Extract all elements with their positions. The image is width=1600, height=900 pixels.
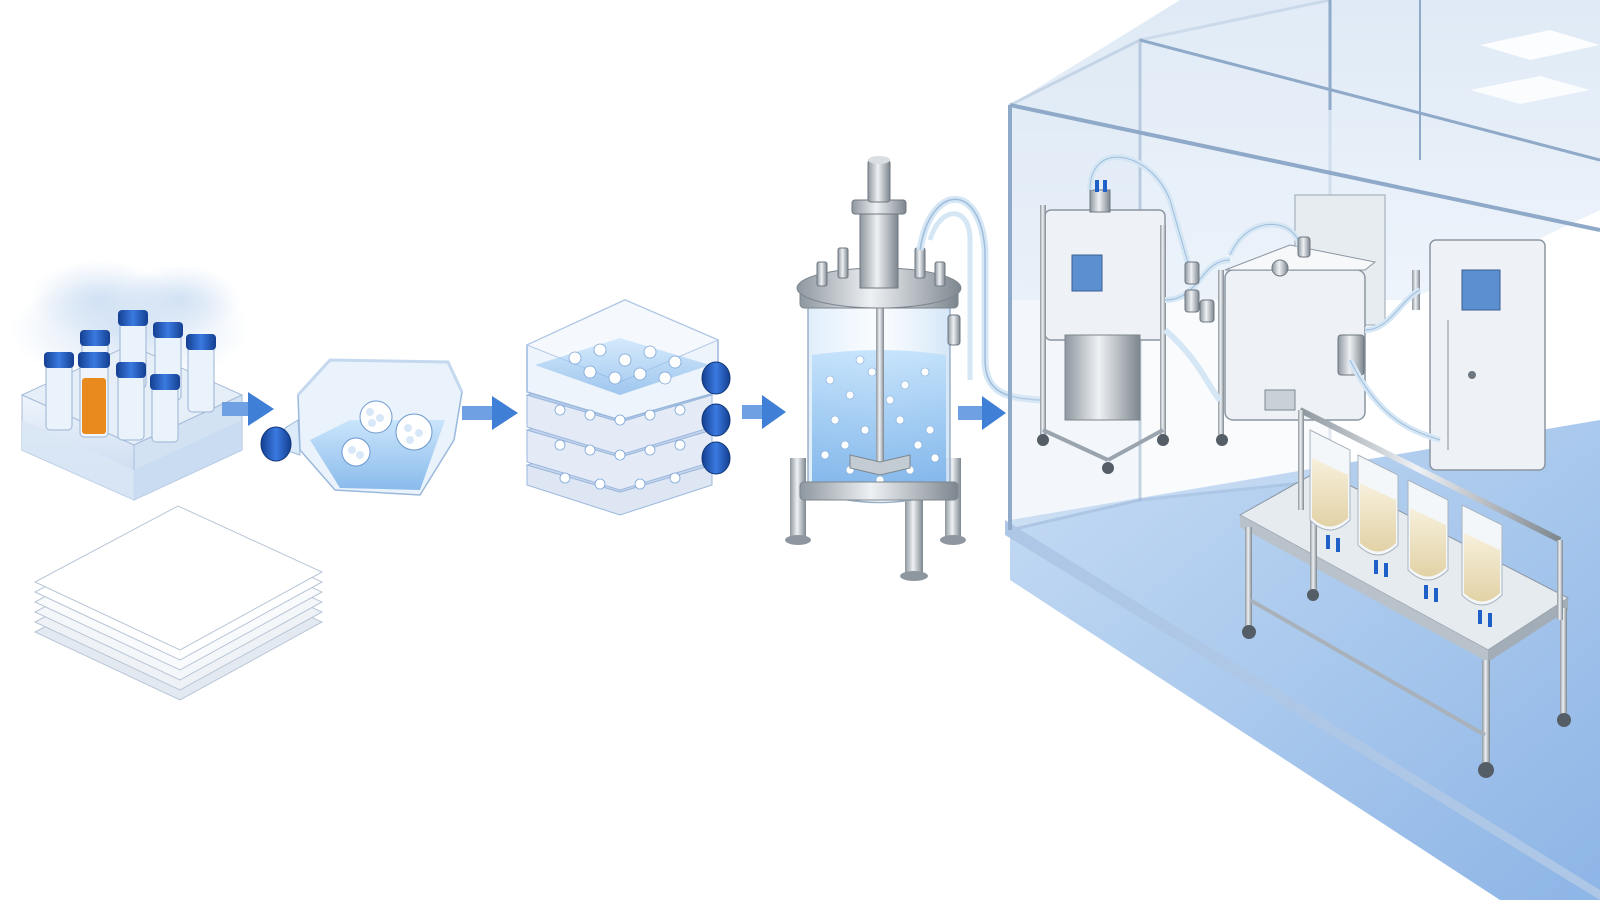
t-flask-icon bbox=[260, 358, 464, 496]
paper-stack-icon bbox=[33, 505, 324, 701]
flow-arrow-4 bbox=[958, 396, 1006, 430]
processing-unit-b bbox=[1216, 244, 1377, 446]
cryovial-box-icon bbox=[10, 260, 250, 501]
cell-therapy-bag-1 bbox=[1309, 429, 1351, 552]
cell-therapy-bag-4 bbox=[1461, 504, 1503, 627]
flow-arrow-3 bbox=[742, 395, 786, 429]
microcarrier-beads bbox=[820, 355, 940, 495]
processing-unit-c bbox=[1412, 239, 1546, 471]
final-product-station bbox=[1238, 407, 1571, 778]
bioreactor-icon bbox=[785, 156, 1041, 581]
cleanroom-icon bbox=[1005, 0, 1600, 900]
processing-unit-a bbox=[1037, 180, 1169, 474]
flow-arrow-2 bbox=[462, 396, 518, 430]
flow-arrow-1 bbox=[222, 392, 274, 426]
cryovial-group bbox=[44, 310, 216, 443]
cell-therapy-bag-2 bbox=[1357, 454, 1399, 577]
cell-therapy-bag-3 bbox=[1407, 479, 1449, 602]
cell-stack-icon bbox=[525, 299, 731, 516]
